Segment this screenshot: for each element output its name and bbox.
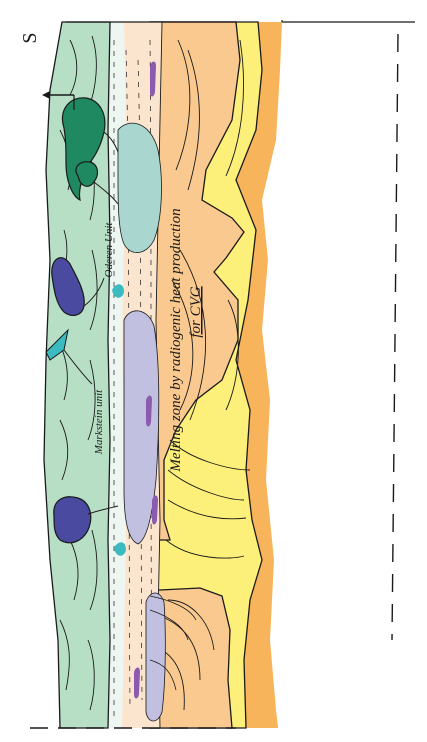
moho-dashed-line [392,34,398,640]
oderen-unit-label: Oderen Unit [103,222,115,278]
direction-letter: S [19,32,41,43]
melting-zone-label-line2: for CVG [188,286,204,337]
markstein-unit-label: Markstein unit [93,389,105,455]
melting-zone-label-line1: Melting zone by radiogenic heat producti… [168,208,184,472]
pale-teal-lens [118,123,161,252]
